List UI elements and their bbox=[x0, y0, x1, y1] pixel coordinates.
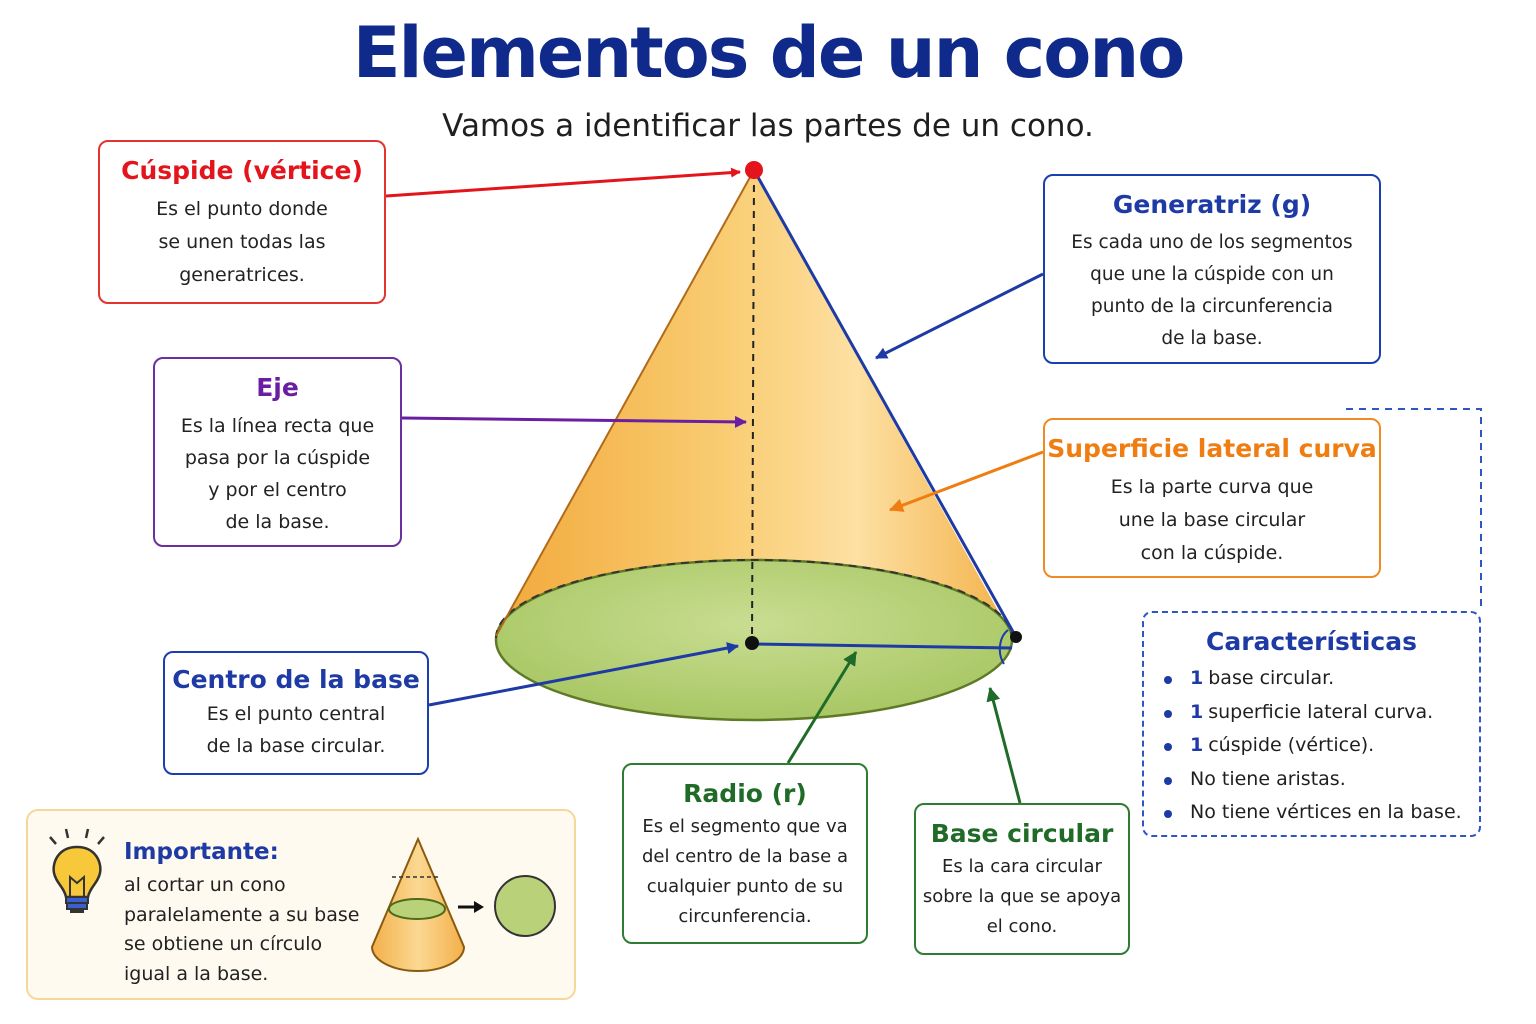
item-number: 1 bbox=[1190, 700, 1204, 723]
superficie-heading: Superficie lateral curva bbox=[1047, 434, 1377, 463]
page-title: Elementos de un cono bbox=[352, 12, 1186, 94]
radius-line bbox=[751, 642, 1013, 650]
mini-cone bbox=[370, 836, 466, 972]
eje-line: y por el centro bbox=[208, 479, 347, 501]
item-number: 1 bbox=[1190, 734, 1204, 756]
generatriz-line: de la base. bbox=[1161, 328, 1263, 349]
edge-point bbox=[1010, 631, 1022, 643]
radio-line: circunferencia. bbox=[678, 906, 812, 927]
generatriz-line: punto de la circunferencia bbox=[1091, 296, 1333, 317]
base-line: sobre la que se apoya bbox=[922, 886, 1122, 907]
superficie-text: Es la parte curva que une la base circul… bbox=[1045, 471, 1379, 570]
arrow-eje bbox=[401, 415, 747, 428]
cuspide-card: Cúspide (vértice) Es el punto donde se u… bbox=[98, 140, 386, 304]
item-text: No tiene aristas. bbox=[1190, 767, 1346, 790]
caracteristicas-heading: Características bbox=[1205, 627, 1417, 656]
base-card: Base circular Es la cara circular sobre … bbox=[914, 803, 1130, 955]
item-text: No tiene vértices en la base. bbox=[1190, 801, 1462, 823]
radio-text: Es el segmento que va del centro de la b… bbox=[624, 812, 866, 932]
arrow-right-icon bbox=[458, 901, 484, 913]
radio-line: Es el segmento que va bbox=[642, 816, 848, 837]
generatriz-line: que une la cúspide con un bbox=[1090, 264, 1334, 285]
arrow-generatriz bbox=[875, 272, 1044, 360]
eje-text: Es la línea recta que pasa por la cúspid… bbox=[155, 410, 400, 538]
list-item: No tiene vértices en la base. bbox=[1164, 796, 1479, 830]
generatrix-line bbox=[752, 169, 1018, 638]
radio-heading: Radio (r) bbox=[683, 779, 807, 808]
arrow-centro bbox=[428, 642, 739, 707]
generatriz-line: Es cada uno de los segmentos bbox=[1071, 232, 1353, 253]
radio-line: del centro de la base a bbox=[641, 846, 849, 867]
importante-line: al cortar un cono bbox=[124, 874, 286, 896]
superficie-card: Superficie lateral curva Es la parte cur… bbox=[1043, 418, 1381, 578]
cuspide-heading: Cúspide (vértice) bbox=[121, 156, 363, 185]
list-item: No tiene aristas. bbox=[1164, 763, 1479, 797]
item-text: superficie lateral curva. bbox=[1208, 700, 1434, 723]
centro-card: Centro de la base Es el punto central de… bbox=[163, 651, 429, 775]
apex-point bbox=[745, 161, 763, 179]
result-circle bbox=[494, 875, 556, 937]
arrow-superficie bbox=[889, 450, 1044, 512]
importante-graphics bbox=[49, 828, 556, 972]
page-subtitle: Vamos a identificar las partes de un con… bbox=[442, 108, 1094, 144]
item-text: base circular. bbox=[1208, 667, 1335, 689]
base-line: Es la cara circular bbox=[942, 856, 1102, 877]
base-line: el cono. bbox=[986, 916, 1058, 937]
radio-card: Radio (r) Es el segmento que va del cent… bbox=[622, 763, 868, 944]
importante-line: se obtiene un círculo bbox=[124, 933, 323, 955]
eje-line: de la base. bbox=[225, 511, 330, 533]
base-text: Es la cara circular sobre la que se apoy… bbox=[916, 852, 1128, 942]
eje-line: pasa por la cúspide bbox=[184, 447, 371, 469]
importante-line: paralelamente a su base bbox=[124, 903, 360, 926]
arrow-cuspide bbox=[385, 167, 741, 198]
arrow-radio bbox=[786, 651, 858, 764]
axis-line bbox=[751, 171, 755, 643]
cuspide-line: generatrices. bbox=[179, 264, 305, 286]
cuspide-line: Es el punto donde bbox=[156, 198, 328, 220]
base-hidden-edge bbox=[495, 559, 1013, 639]
dashed-connector bbox=[1346, 408, 1482, 611]
centro-line: de la base circular. bbox=[206, 735, 386, 757]
centro-text: Es el punto central de la base circular. bbox=[165, 698, 427, 762]
importante-heading: Importante: bbox=[124, 839, 279, 865]
eje-line: Es la línea recta que bbox=[180, 415, 375, 437]
left-edge bbox=[495, 169, 755, 637]
angle-mark bbox=[998, 629, 1009, 665]
importante-text: al cortar un cono paralelamente a su bas… bbox=[124, 871, 359, 989]
superficie-line: Es la parte curva que bbox=[1110, 476, 1314, 498]
generatriz-card: Generatriz (g) Es cada uno de los segmen… bbox=[1043, 174, 1381, 364]
centro-line: Es el punto central bbox=[206, 703, 386, 725]
cone-lateral-surface bbox=[496, 170, 1012, 696]
generatriz-heading: Generatriz (g) bbox=[1112, 190, 1312, 219]
lightbulb-icon bbox=[49, 828, 105, 913]
center-point bbox=[745, 636, 759, 650]
eje-heading: Eje bbox=[256, 373, 299, 402]
superficie-line: une la base circular bbox=[1118, 509, 1306, 531]
radio-line: cualquier punto de su bbox=[646, 876, 844, 897]
eje-card: Eje Es la línea recta que pasa por la cú… bbox=[153, 357, 402, 547]
cuspide-line: se unen todas las bbox=[158, 231, 326, 253]
arrow-base bbox=[986, 687, 1022, 804]
centro-heading: Centro de la base bbox=[172, 665, 420, 694]
base-heading: Base circular bbox=[930, 819, 1114, 848]
generatriz-text: Es cada uno de los segmentos que une la … bbox=[1045, 227, 1379, 355]
item-text: cúspide (vértice). bbox=[1208, 734, 1375, 756]
importante-line: igual a la base. bbox=[124, 962, 269, 985]
importante-card: Importante: al cortar un cono paralelame… bbox=[26, 809, 576, 1000]
item-number: 1 bbox=[1190, 667, 1204, 689]
cuspide-text: Es el punto donde se unen todas las gene… bbox=[100, 193, 384, 292]
superficie-line: con la cúspide. bbox=[1140, 542, 1284, 564]
